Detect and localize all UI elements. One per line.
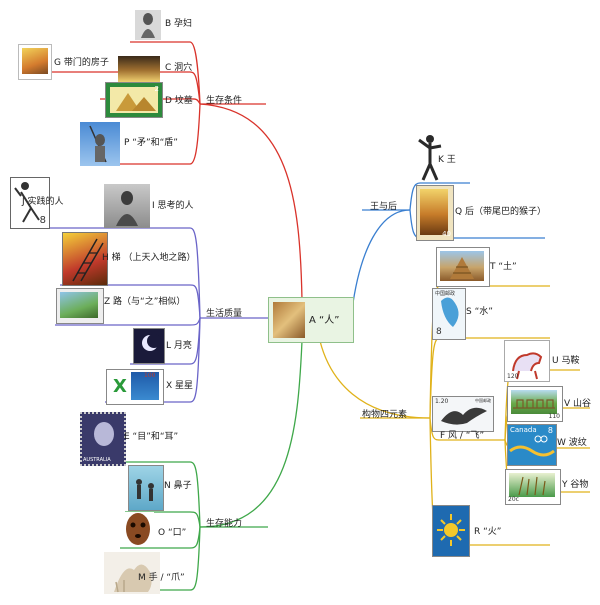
node-j[interactable]: J 实践的人 [22,197,64,207]
node-b[interactable]: B 孕妇 [165,19,193,29]
stamp-image-y: 20c [505,469,561,505]
stamp-image-s: 中国邮政 8 [432,288,466,340]
branch-survival-ability[interactable]: 生存能力 [206,519,243,529]
volleyball-player-icon [14,182,40,223]
hand-sculpture-icon [114,564,152,593]
branch-king-queen[interactable]: 王与后 [370,202,398,212]
node-v[interactable]: V 山谷 [564,399,592,409]
stamp-image-z [56,288,104,324]
stamp-image-q: 40 [416,185,454,241]
node-e[interactable]: E “目”和“耳” [124,432,179,442]
queen-portrait-icon [94,422,114,446]
stamp-image-j: 8 [10,177,50,229]
stamp-f-value: 1.20 [435,398,449,405]
node-m[interactable]: M 手 / “爪” [138,573,185,583]
stamp-image-e: AUSTRALIA [80,412,126,466]
statue-image-i [104,184,150,228]
horse-icon [512,352,543,380]
stamp-image-x: X 100 [106,369,164,405]
stamp-w-value: 8 [547,426,553,435]
node-l[interactable]: L 月亮 [166,341,192,351]
statue-icon [141,13,155,38]
node-c[interactable]: C 洞穴 [165,63,193,73]
aqueduct-icon [513,399,555,409]
branch-survival-conditions[interactable]: 生存条件 [206,96,243,106]
stamp-image-u: 120 [504,340,550,382]
branch-lines-life-quality [10,227,268,403]
node-p[interactable]: P “矛”和“盾” [124,138,178,148]
stamp-s-text: 中国邮政 [435,291,456,297]
branch-life-quality[interactable]: 生活质量 [206,309,243,319]
stamp-image-n [128,465,164,511]
ladder-icon [72,238,104,282]
pyramid-icon [116,93,156,111]
stamp-image-d: 2 [105,82,163,118]
king-statue-icon [418,135,442,181]
stamp-e-country: AUSTRALIA [83,457,111,463]
figures-icon [136,479,154,501]
statue-image-k [415,132,445,182]
node-z[interactable]: Z 路（与“之”相似） [104,297,186,307]
node-q[interactable]: Q 后（带尾巴的猴子） [455,207,546,217]
stamp-v-value: 110 [548,413,560,420]
mask-image-o [122,512,154,546]
node-w[interactable]: W 波纹 [557,438,587,448]
stamp-image-g [18,44,52,80]
node-k[interactable]: K 王 [438,155,456,165]
stamp-image-t [436,247,490,287]
thinker-icon [116,191,138,226]
wave-rings-icon [509,435,555,457]
node-x[interactable]: X 星星 [166,381,194,391]
node-y[interactable]: Y 谷物 [562,480,589,490]
stamp-f-text: 中国邮政 [475,398,491,403]
node-s[interactable]: S “水” [466,307,493,317]
sun-fire-icon [437,514,465,546]
node-n[interactable]: N 鼻子 [164,481,192,491]
eagle-icon [441,407,487,425]
stamp-u-value: 120 [507,373,519,380]
moon-icon [142,334,161,351]
stamp-d-value: 2 [154,85,159,93]
warrior-icon [89,125,107,163]
stamp-image-f: 1.20 中国邮政 [432,396,494,432]
stamp-x-value: 100 [144,372,156,379]
node-i[interactable]: I 思考的人 [152,201,194,211]
stamp-y-value: 20c [508,496,519,503]
babel-tower-icon [450,257,474,279]
node-f[interactable]: F 风 / “飞” [440,431,485,441]
grain-icon [518,476,546,496]
branch-lines-survival-conditions [20,41,303,301]
stamp-image-r [432,505,470,557]
statue-image-b [135,10,161,40]
stamp-x-letter: X [113,376,127,397]
stamp-image-h [62,232,108,286]
stamp-w-country: Canada [510,426,537,434]
mask-icon [126,513,150,545]
center-node[interactable]: A “人” [268,297,354,343]
stamp-q-value: 40 [442,230,451,238]
node-g[interactable]: G 带门的房子 [54,58,109,68]
stamp-s-value: 8 [436,327,442,337]
stamp-image-w: Canada 8 [507,424,557,466]
stamp-image-c [118,56,160,82]
node-h[interactable]: H 梯 （上天入地之路） [102,253,196,263]
node-o[interactable]: O “口” [158,528,187,538]
stamp-j-value: 8 [39,215,46,226]
branch-lines-survival-ability [80,340,303,591]
stamp-image-p [80,122,120,166]
center-label: A “人” [309,315,340,326]
center-stamp-image [273,302,305,338]
branch-four-elements[interactable]: 构物四元素 [362,410,408,420]
water-icon [441,297,459,327]
stamp-image-v: 110 [507,386,563,422]
node-u[interactable]: U 马鞍 [552,356,580,366]
node-r[interactable]: R “火” [474,527,502,537]
stamp-image-l [133,328,165,364]
statue-image-m [104,552,160,594]
node-t[interactable]: T “土” [490,262,517,272]
node-d[interactable]: D 坟墓 [165,96,193,106]
